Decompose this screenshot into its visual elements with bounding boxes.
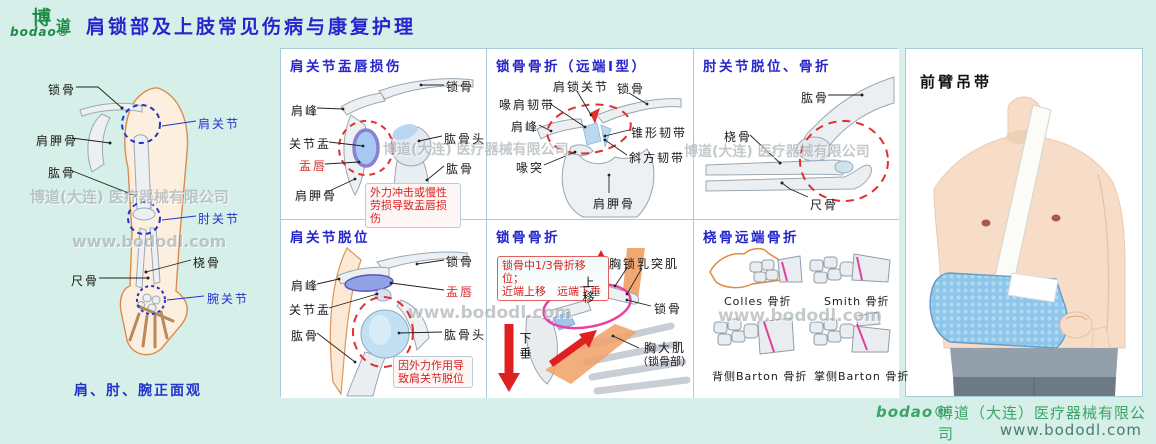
panel-title: 肘关节脱位、骨折 — [703, 59, 831, 75]
logo-char-sub: 道 — [56, 17, 72, 35]
logo-char-main: 博 — [32, 7, 52, 29]
label-dorsal-barton-fracture: 背侧Barton 骨折 — [712, 370, 808, 383]
label-scapula: 肩胛骨 — [295, 189, 338, 203]
mid-clavicle-svg — [498, 248, 691, 395]
watermark-company: 博道(大连) 医疗器械有限公司 — [383, 142, 569, 158]
label-acromion: 肩峰 — [291, 279, 320, 293]
label-ulna: 尺骨 — [810, 198, 839, 212]
label-smith-fracture: Smith 骨折 — [824, 295, 890, 308]
panel-title: 前臂吊带 — [920, 73, 993, 91]
panel-title: 锁骨骨折 — [496, 230, 560, 246]
note-dislocation-cause: 因外力作用导致肩关节脱位 — [393, 356, 473, 388]
distal-clavicle-svg — [536, 90, 682, 218]
label-humerus: 肱骨 — [801, 91, 830, 105]
sling-photo-svg — [929, 96, 1126, 396]
label-colles-fracture: Colles 骨折 — [724, 295, 792, 308]
note-line-2: 近端上移 远端下垂 — [502, 285, 601, 298]
label-humerus: 肱骨 — [48, 166, 77, 180]
watermark-site: www.bododl.com — [718, 306, 883, 326]
arm-overview-panel: 锁骨 肩关节 肩胛骨 肱骨 肘关节 桡骨 尺骨 腕关节 肩、肘、腕正面观 — [10, 48, 272, 400]
footer-website: www.bododl.com — [999, 421, 1142, 439]
label-scapula: 肩胛骨 — [593, 197, 636, 211]
label-clavicle: 锁骨 — [446, 255, 475, 269]
elbow-diagram-svg — [705, 76, 895, 202]
panel-title: 锁骨骨折（远端Ⅰ型） — [496, 59, 648, 75]
label-elbow-joint: 肘关节 — [198, 212, 241, 226]
label-volar-barton-fracture: 掌侧Barton 骨折 — [814, 370, 910, 383]
page-title: 肩锁部及上肢常见伤病与康复护理 — [86, 16, 417, 38]
label-down-droop: 下垂 — [518, 332, 532, 362]
panel-clavicle-mid-fracture: 锁骨骨折 锁骨中1/3骨折移位； 近端上移 远端下垂 胸锁乳突肌 锁骨 胸大肌 … — [487, 220, 694, 398]
panel-forearm-sling: 前臂吊带 — [905, 48, 1143, 397]
label-humerus: 肱骨 — [291, 329, 320, 343]
label-scm-muscle: 胸锁乳突肌 — [609, 257, 680, 271]
panel-title: 肩关节脱位 — [290, 230, 370, 246]
label-acromion: 肩峰 — [511, 120, 540, 134]
label-humerus: 肱骨 — [446, 162, 475, 176]
arm-overview-caption: 肩、肘、腕正面观 — [74, 383, 202, 399]
watermark-company: 博道(大连) 医疗器械有限公司 — [30, 188, 229, 206]
label-pectoralis-major-part: （锁骨部） — [637, 355, 692, 368]
label-ulna: 尺骨 — [71, 274, 100, 288]
label-labrum: 盂唇 — [446, 285, 475, 299]
label-acromion: 肩峰 — [291, 104, 320, 118]
panel-elbow-injury: 肘关节脱位、骨折 肱骨 桡骨 尺骨 — [694, 49, 899, 220]
dislocation-diagram-svg — [316, 247, 468, 397]
panel-clavicle-distal-fracture: 锁骨骨折（远端Ⅰ型） 肩锁关节 锁骨 喙肩韧带 肩峰 锥形韧带 斜方韧带 喙突 … — [487, 49, 694, 220]
note-labrum-cause: 外力冲击或慢性劳损导致盂唇损伤 — [365, 183, 461, 228]
radius-fracture-svg — [709, 247, 891, 355]
label-shoulder-joint: 肩关节 — [198, 117, 241, 131]
label-labrum: 盂唇 — [299, 159, 328, 173]
label-coracoacromial-ligament: 喙肩韧带 — [499, 98, 556, 112]
label-trapezoid-ligament: 斜方韧带 — [629, 151, 686, 165]
label-glenoid: 关节盂 — [289, 137, 332, 151]
panel-distal-radius-fracture: 桡骨远端骨折 Colles 骨折 Smith 骨折 背侧Barton 骨折 掌侧… — [694, 220, 908, 398]
label-coracoid: 喙突 — [516, 161, 545, 175]
label-glenoid: 关节盂 — [289, 303, 332, 317]
watermark-company: 博道(大连) 医疗器械有限公司 — [684, 144, 870, 160]
label-humeral-head: 肱骨头 — [444, 328, 487, 342]
logo-wordmark: bodao® — [10, 25, 70, 39]
panel-title: 肩关节盂唇损伤 — [290, 59, 402, 75]
panel-title: 桡骨远端骨折 — [703, 230, 799, 246]
injury-panels-grid: 肩关节盂唇损伤 锁骨 肩峰 关节盂 盂唇 肩胛骨 肱骨头 肱骨 外力冲击或慢性劳… — [280, 48, 908, 398]
footer-company-name: 博道（大连）医疗器械有限公司 — [938, 404, 1147, 443]
label-humeral-head: 肱骨头 — [444, 132, 487, 146]
label-scapula: 肩胛骨 — [36, 134, 79, 148]
brand-logo: 博 道 bodao® — [10, 3, 82, 43]
label-clavicle: 锁骨 — [617, 82, 646, 96]
label-radius: 桡骨 — [193, 256, 222, 270]
label-up-shift: 上移 — [581, 276, 595, 306]
panel-labrum-injury: 肩关节盂唇损伤 锁骨 肩峰 关节盂 盂唇 肩胛骨 肱骨头 肱骨 外力冲击或慢性劳… — [281, 49, 487, 228]
label-wrist-joint: 腕关节 — [207, 292, 250, 306]
footer-logo-wordmark: bodao® — [876, 403, 950, 421]
watermark-site: www.bododl.com — [408, 303, 573, 323]
note-fracture-displacement: 锁骨中1/3骨折移位； 近端上移 远端下垂 — [497, 256, 609, 301]
label-clavicle: 锁骨 — [48, 83, 77, 97]
panel-shoulder-dislocation: 肩关节脱位 锁骨 肩峰 盂唇 关节盂 肱骨 肱骨头 因外力作用导致肩关节脱位 — [281, 220, 487, 398]
label-radius: 桡骨 — [724, 130, 753, 144]
label-pectoralis-major: 胸大肌 — [644, 341, 687, 355]
arm-overview-svg — [69, 86, 205, 356]
label-clavicle: 锁骨 — [446, 80, 475, 94]
label-conoid-ligament: 锥形韧带 — [631, 126, 688, 140]
note-line-1: 锁骨中1/3骨折移位； — [502, 259, 586, 285]
label-clavicle: 锁骨 — [654, 302, 683, 316]
label-ac-joint: 肩锁关节 — [553, 80, 610, 94]
watermark-site: www.bododl.com — [72, 232, 227, 251]
